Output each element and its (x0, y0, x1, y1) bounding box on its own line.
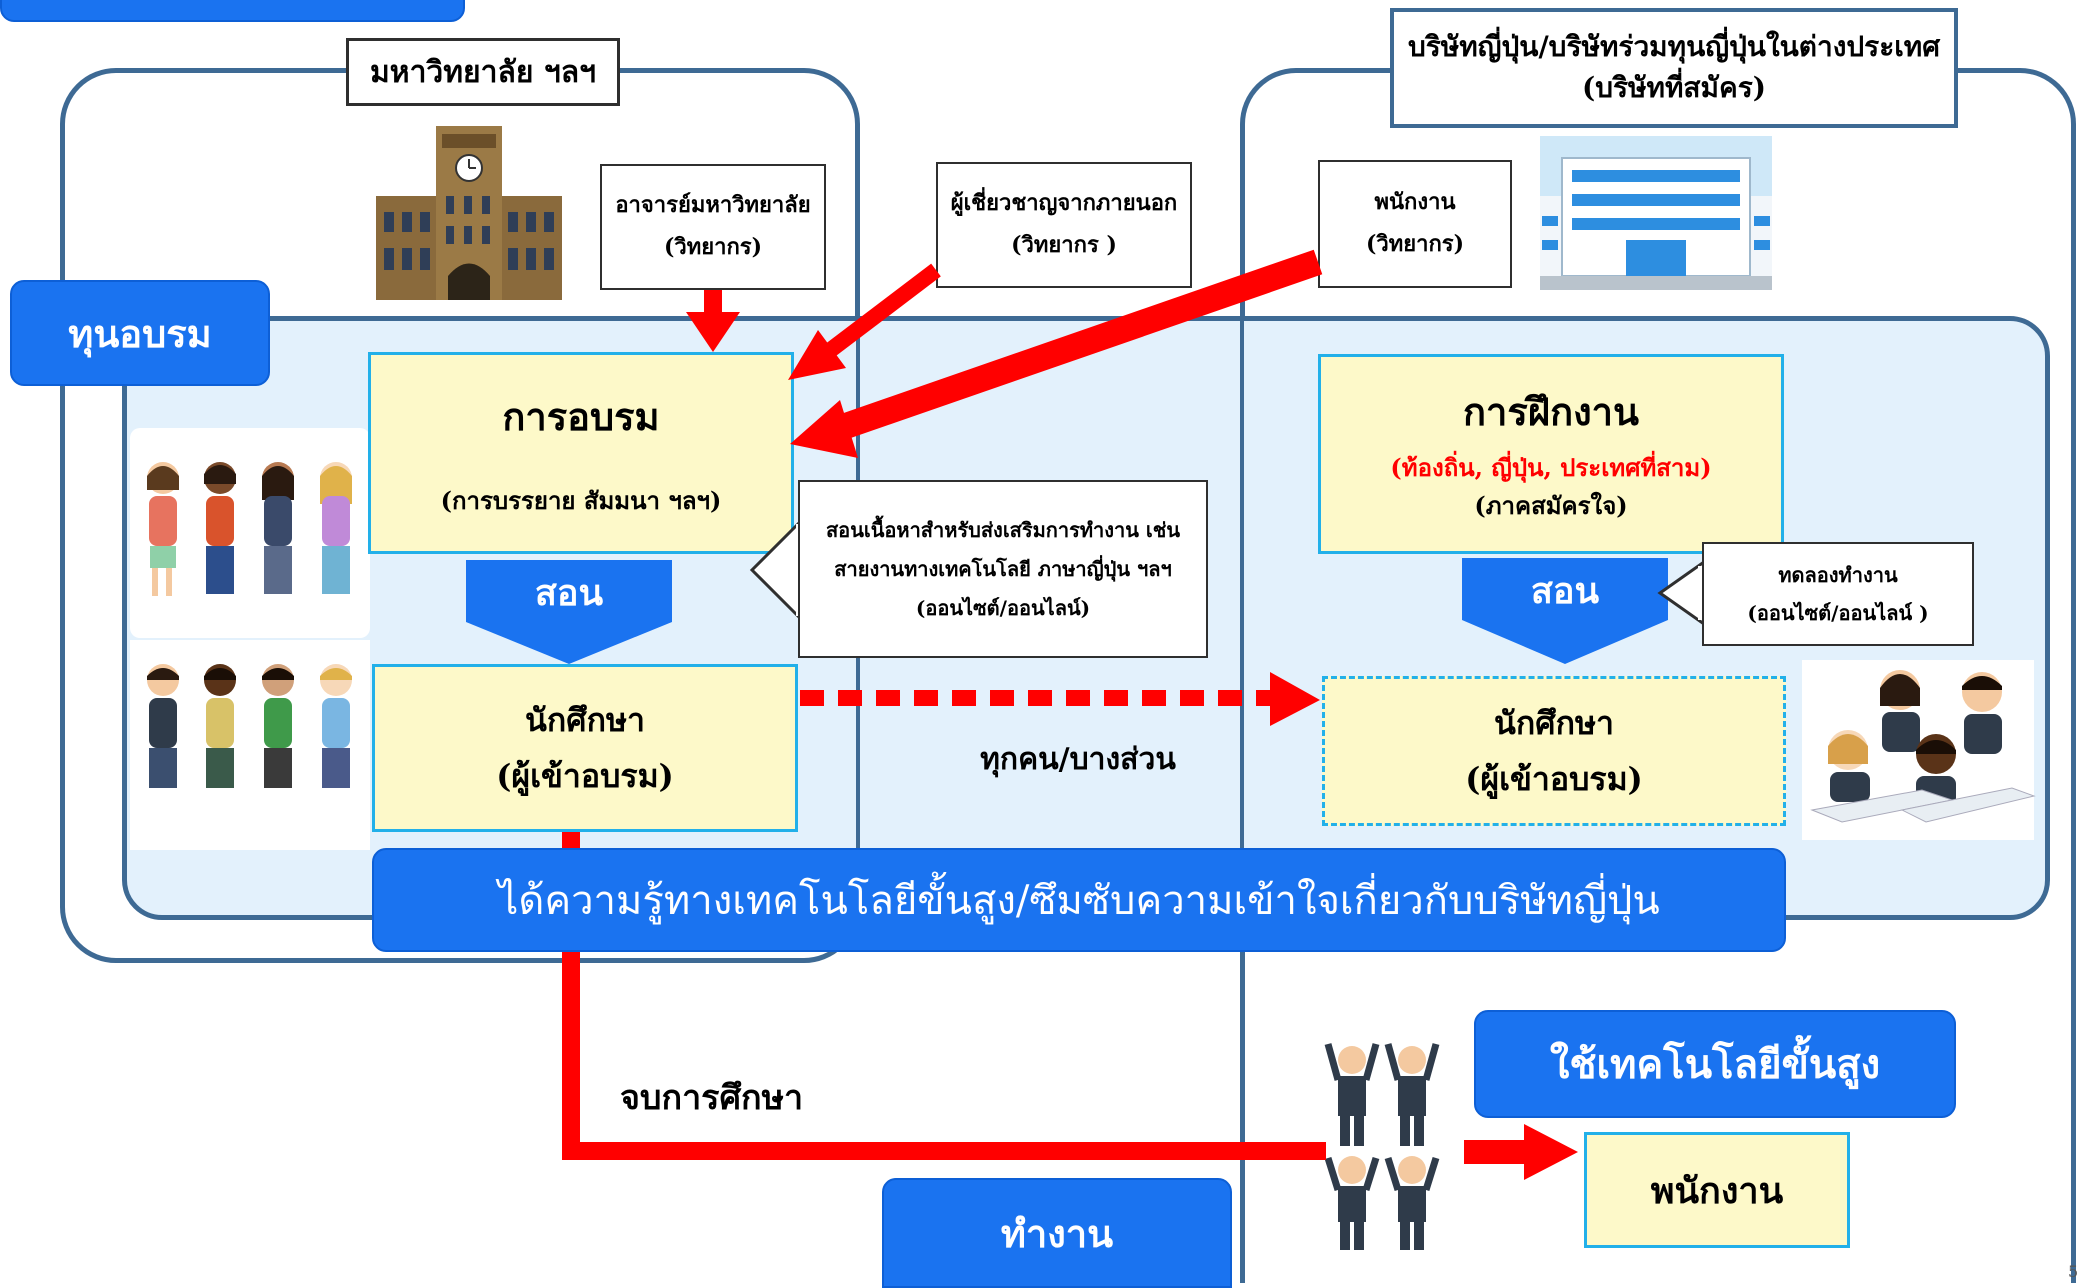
page-number-text: 5 (2068, 1262, 2079, 1281)
advanced-tech-label: ใช้เทคโนโลยีขั้นสูง (1474, 1010, 1956, 1118)
student-box-left: นักศึกษา (ผู้เข้าอบรม) (372, 664, 798, 832)
teach-arrow-left (466, 560, 672, 664)
univ-lecturer-line2: (วิทยากร) (663, 234, 763, 260)
knowledge-banner-text: ได้ความรู้ทางเทคโนโลยีขั้นสูง/ซึมซับความ… (498, 878, 1660, 924)
student-right-line1: นักศึกษา (1494, 704, 1614, 742)
all-some-text: ทุกคน/บางส่วน (980, 742, 1176, 777)
training-subtitle: (การบรรยาย สัมมนา ฯลฯ) (440, 486, 722, 515)
training-title: การอบรม (502, 394, 660, 439)
graduate-label: จบการศึกษา (620, 1070, 840, 1120)
teach-label-right-text: สอน (1530, 569, 1600, 612)
internship-box: การฝึกงาน (ท้องถิ่น, ญี่ปุ่น, ประเทศที่ส… (1318, 354, 1784, 554)
arrow-student-dotted (800, 672, 1320, 726)
employee-lecturer-line1: พนักงาน (1374, 189, 1456, 216)
employee-text: พนักงาน (1650, 1169, 1784, 1212)
student-box-right: นักศึกษา (ผู้เข้าอบรม) (1322, 676, 1786, 826)
university-label-text: มหาวิทยาลัย ฯลฯ (370, 54, 596, 90)
internship-subtitle-red: (ท้องถิ่น, ญี่ปุ่น, ประเทศที่สาม) (1390, 453, 1712, 482)
all-some-label: ทุกคน/บางส่วน (948, 736, 1208, 780)
external-expert-line2: (วิทยากร ) (1011, 232, 1117, 258)
graduate-text: จบการศึกษา (620, 1078, 804, 1118)
content-note-box: สอนเนื้อหาสำหรับส่งเสริมการทำงาน เช่น สา… (798, 480, 1208, 658)
student-left-line2: (ผู้เข้าอบรม) (496, 757, 674, 795)
scholarship-label: ทุนอบรม (10, 280, 270, 386)
university-label: มหาวิทยาลัย ฯลฯ (346, 38, 620, 106)
university-building-icon (376, 126, 562, 300)
student-left-line1: นักศึกษา (525, 701, 645, 739)
work-text: ทำงาน (1000, 1210, 1114, 1256)
work-label: ทำงาน (882, 1178, 1232, 1288)
trial-note-line1: ทดลองทำงาน (1778, 563, 1898, 587)
training-box: การอบรม (การบรรยาย สัมมนา ฯลฯ) (368, 352, 794, 554)
divider-right (1240, 316, 1244, 1283)
teach-label-left: สอน (466, 560, 672, 624)
employee-lecturer-box: พนักงาน (วิทยากร) (1318, 160, 1512, 288)
cheering-workers-icon (1324, 1043, 1440, 1250)
arrow-employee-to-training (790, 249, 1323, 458)
arrow-univ-to-training (686, 290, 740, 352)
teach-label-left-text: สอน (534, 571, 604, 614)
trial-note-box: ทดลองทำงาน (ออนไซต์/ออนไลน์ ) (1702, 542, 1974, 646)
page-number: 5 (2068, 1262, 2080, 1282)
top-left-tab (0, 0, 465, 22)
external-expert-box: ผู้เชี่ยวชาญจากภายนอก (วิทยากร ) (936, 162, 1192, 288)
employee-box: พนักงาน (1584, 1132, 1850, 1248)
internship-subtitle: (ภาคสมัครใจ) (1474, 491, 1628, 521)
company-building-icon (1540, 136, 1772, 290)
knowledge-banner: ได้ความรู้ทางเทคโนโลยีขั้นสูง/ซึมซับความ… (372, 848, 1786, 952)
company-label: บริษัทญี่ปุ่น/บริษัทร่วมทุนญี่ปุ่นในต่าง… (1390, 8, 1958, 128)
teach-arrow-right (1462, 558, 1668, 664)
arrow-external-to-training (788, 263, 941, 380)
employee-lecturer-line2: (วิทยากร) (1365, 231, 1465, 257)
students-group-top-icon (147, 462, 352, 596)
internship-title: การฝึกงาน (1463, 389, 1639, 435)
arrow-graduate-to-work (562, 832, 1326, 1160)
univ-lecturer-box: อาจารย์มหาวิทยาลัย (วิทยากร) (600, 164, 826, 290)
student-right-line2: (ผู้เข้าอบรม) (1465, 760, 1643, 798)
content-note-line1: สอนเนื้อหาสำหรับส่งเสริมการทำงาน เช่น (825, 517, 1181, 542)
company-label-line2: (บริษัทที่สมัคร) (1582, 71, 1766, 104)
scholarship-label-text: ทุนอบรม (68, 310, 212, 356)
external-expert-line1: ผู้เชี่ยวชาญจากภายนอก (950, 190, 1178, 217)
students-group-bottom-icon (147, 664, 352, 788)
univ-lecturer-line1: อาจารย์มหาวิทยาลัย (615, 192, 811, 219)
office-workers-icon (1802, 660, 2036, 840)
content-note-line3: (ออนไซต์/ออนไลน์) (915, 595, 1091, 620)
trial-note-line2: (ออนไซต์/ออนไลน์ ) (1747, 601, 1929, 625)
arrow-to-employee (1464, 1124, 1578, 1180)
content-note-line2: สายงานทางเทคโนโลยี ภาษาญี่ปุ่น ฯลฯ (834, 556, 1172, 581)
advanced-tech-text: ใช้เทคโนโลยีขั้นสูง (1549, 1041, 1881, 1088)
company-label-line1: บริษัทญี่ปุ่น/บริษัทร่วมทุนญี่ปุ่นในต่าง… (1407, 30, 1941, 64)
teach-label-right: สอน (1462, 558, 1668, 622)
